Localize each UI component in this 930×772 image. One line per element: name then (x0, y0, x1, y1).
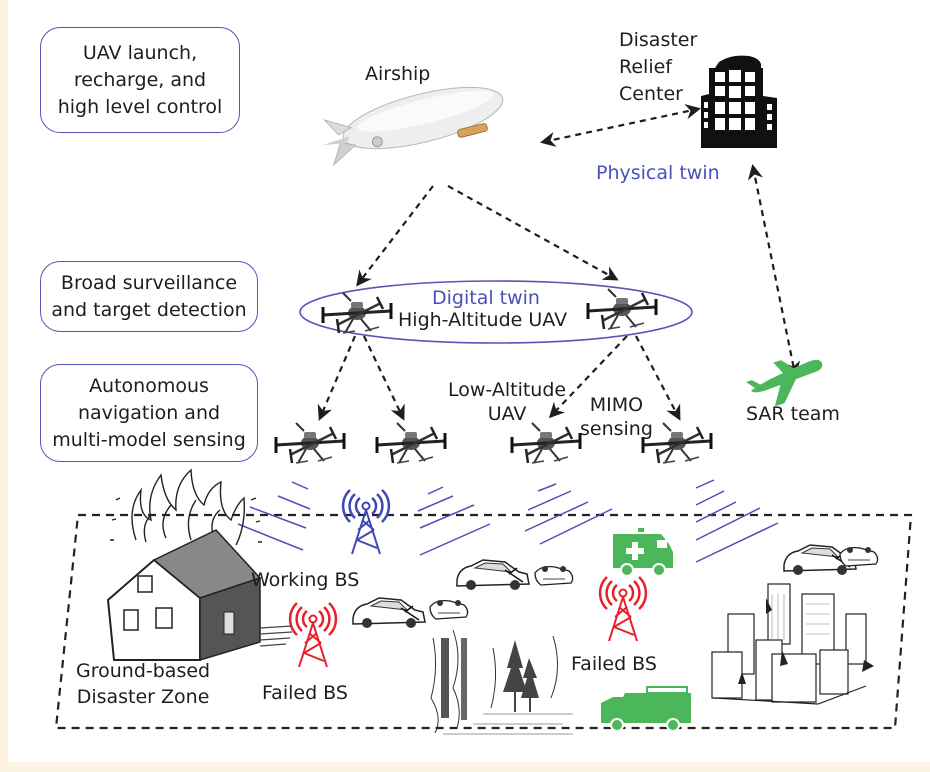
burning-forest-icon (430, 629, 573, 735)
box-line: multi-model sensing (52, 428, 246, 451)
diagram-graphics (54, 55, 913, 735)
label-line: Disaster (619, 29, 698, 51)
drone-icon (274, 421, 346, 465)
building-icon (701, 55, 777, 148)
fire-truck-icon (601, 686, 691, 732)
working-bs-label: Working BS (251, 569, 360, 591)
arrow-airship-relief (539, 104, 702, 147)
physical-twin-label: Physical twin (596, 162, 720, 184)
airplane-icon (746, 359, 823, 407)
label-line: UAV (487, 403, 527, 425)
label-line: MIMO (589, 394, 644, 416)
label-line: Ground-based (76, 660, 211, 682)
box-line: UAV launch, (82, 41, 198, 64)
wrecked-car-icon (839, 546, 879, 567)
sensing-beams (237, 479, 779, 563)
high-altitude-uav-label: High-Altitude UAV (398, 309, 568, 331)
layer-box-navigation: Autonomous navigation and multi-model se… (40, 364, 258, 462)
layer-box-surveillance: Broad surveillance and target detection (40, 261, 258, 332)
digital-twin-label: Digital twin (432, 287, 540, 309)
arrow-airship-huav-right (447, 185, 619, 281)
drone-icon (321, 291, 393, 335)
label-line: Disaster Zone (76, 686, 210, 708)
label-line: Relief (619, 56, 672, 78)
diagram-canvas: UAV launch, recharge, and high level con… (8, 0, 930, 762)
working-bs-tower-icon (341, 488, 391, 556)
arrow-airship-huav-left (356, 185, 434, 287)
failed-bs-right-label: Failed BS (571, 653, 657, 675)
wrecked-car-icon (456, 559, 530, 591)
failed-bs-tower-right-icon (598, 575, 648, 643)
relief-center-label: Disaster Relief Center (619, 27, 697, 108)
box-line: Broad surveillance (60, 271, 238, 294)
drone-icon (375, 421, 447, 465)
ambulance-icon (613, 528, 673, 577)
label-line: Low-Altitude (448, 379, 567, 401)
arrow-huav-luav-2 (363, 335, 405, 421)
box-line: Autonomous (89, 374, 209, 397)
layer-box-control: UAV launch, recharge, and high level con… (40, 27, 240, 133)
box-line: recharge, and (73, 68, 207, 91)
digital-twin-ellipse (299, 280, 693, 344)
low-altitude-uav-label: Low-Altitude UAV (448, 378, 566, 426)
arrow-huav-luav-4 (635, 335, 681, 421)
arrow-relief-sar (747, 163, 801, 378)
damaged-city-icon (711, 583, 874, 705)
wrecked-car-icon (429, 599, 469, 620)
failed-bs-tower-left-icon (288, 601, 338, 669)
mimo-sensing-label: MIMO sensing (580, 393, 653, 441)
drone-icon (641, 421, 713, 465)
drone-icon (510, 421, 582, 465)
arrow-huav-luav-3 (548, 335, 628, 419)
airship-label: Airship (365, 63, 431, 85)
burning-house-icon (106, 468, 293, 662)
label-line: sensing (580, 418, 653, 440)
failed-bs-left-label: Failed BS (262, 682, 348, 704)
arrow-huav-luav-1 (317, 335, 357, 421)
wrecked-car-icon (534, 565, 574, 586)
sar-team-label: SAR team (746, 403, 840, 425)
wrecked-car-icon (352, 597, 426, 629)
box-line: and target detection (51, 298, 247, 321)
airship-icon (322, 86, 504, 167)
box-line: high level control (57, 95, 223, 118)
link-arrows (317, 104, 801, 421)
box-line: navigation and (77, 401, 221, 424)
disaster-zone-label: Ground-based Disaster Zone (76, 658, 210, 710)
drone-icon (586, 287, 658, 331)
label-line: Center (619, 83, 683, 105)
